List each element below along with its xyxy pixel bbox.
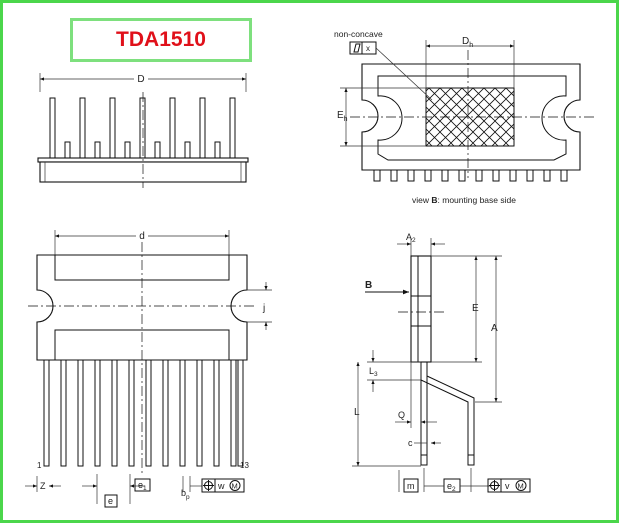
dim-Z-label: Z	[40, 481, 46, 491]
dim-L3-main: L	[369, 366, 374, 376]
non-concave-label: non-concave	[334, 29, 383, 39]
tol-v-m-label: M	[518, 482, 524, 491]
view-b-caption: view B: mounting base side	[412, 195, 516, 205]
dim-Eh-label: Eh	[337, 110, 348, 123]
dim-bp-main: b	[181, 488, 186, 498]
dim-Q-label: Q	[398, 410, 405, 420]
base-view-pins	[373, 169, 568, 182]
pin-13-label: 13	[240, 461, 249, 470]
part-number-title: TDA1510	[116, 28, 206, 51]
dim-L3-label: L3	[369, 366, 378, 378]
dim-c-label: c	[408, 438, 413, 448]
mounting-base-view: Dh Eh non-concave x view B: mounting bas…	[334, 29, 594, 205]
title-box: TDA1510	[70, 18, 252, 62]
pin-1-label: 1	[37, 461, 42, 470]
end-view: A2 B E A L3 L	[352, 232, 531, 493]
dim-m-label: m	[407, 481, 415, 491]
caption-prefix: view	[412, 195, 431, 205]
dim-Dh-main: D	[462, 36, 469, 47]
dim-A2-main: A	[406, 232, 412, 242]
front-view-leads	[43, 359, 244, 467]
dim-A2-label: A2	[406, 232, 416, 244]
position-tolerance-v: v M	[487, 478, 531, 493]
dim-Eh-sub: h	[344, 116, 348, 123]
position-tolerance-w: w M	[201, 478, 245, 493]
side-view-pins	[49, 97, 236, 159]
flatness-x-label: x	[366, 44, 370, 53]
dim-bp-label: bp	[181, 488, 190, 501]
tol-w-m-label: M	[232, 482, 238, 491]
dim-L3-sub: 3	[374, 371, 378, 378]
dim-E-label: E	[472, 303, 479, 314]
dim-e1-label: e1	[138, 480, 147, 492]
tol-v-label: v	[505, 481, 510, 491]
dim-d-label: d	[139, 231, 145, 242]
flatness-tolerance-frame: x	[349, 41, 377, 55]
dim-e2-label: e2	[447, 481, 456, 493]
tol-w-label: w	[217, 481, 225, 491]
dim-Dh-sub: h	[469, 42, 473, 49]
dim-e2-main: e	[447, 481, 452, 491]
view-B-marker: B	[365, 280, 372, 291]
front-view: d j 1 13	[25, 229, 272, 508]
dim-L-label: L	[354, 407, 360, 418]
caption-suffix: : mounting base side	[438, 195, 517, 205]
dim-e1-main: e	[138, 480, 143, 490]
dim-A2-sub: 2	[412, 237, 416, 244]
dim-D-label: D	[137, 74, 144, 85]
dim-bp-sub: p	[186, 494, 190, 501]
caption-bold: B	[431, 195, 437, 205]
dim-e2-sub: 2	[452, 486, 456, 493]
dim-Dh-label: Dh	[462, 36, 473, 49]
dim-e1-sub: 1	[143, 485, 147, 492]
dim-Eh-main: E	[337, 110, 344, 121]
side-view: D	[37, 72, 249, 188]
dim-A-label: A	[491, 323, 498, 334]
dim-j-label: j	[262, 303, 265, 314]
dim-e-label: e	[108, 496, 113, 506]
